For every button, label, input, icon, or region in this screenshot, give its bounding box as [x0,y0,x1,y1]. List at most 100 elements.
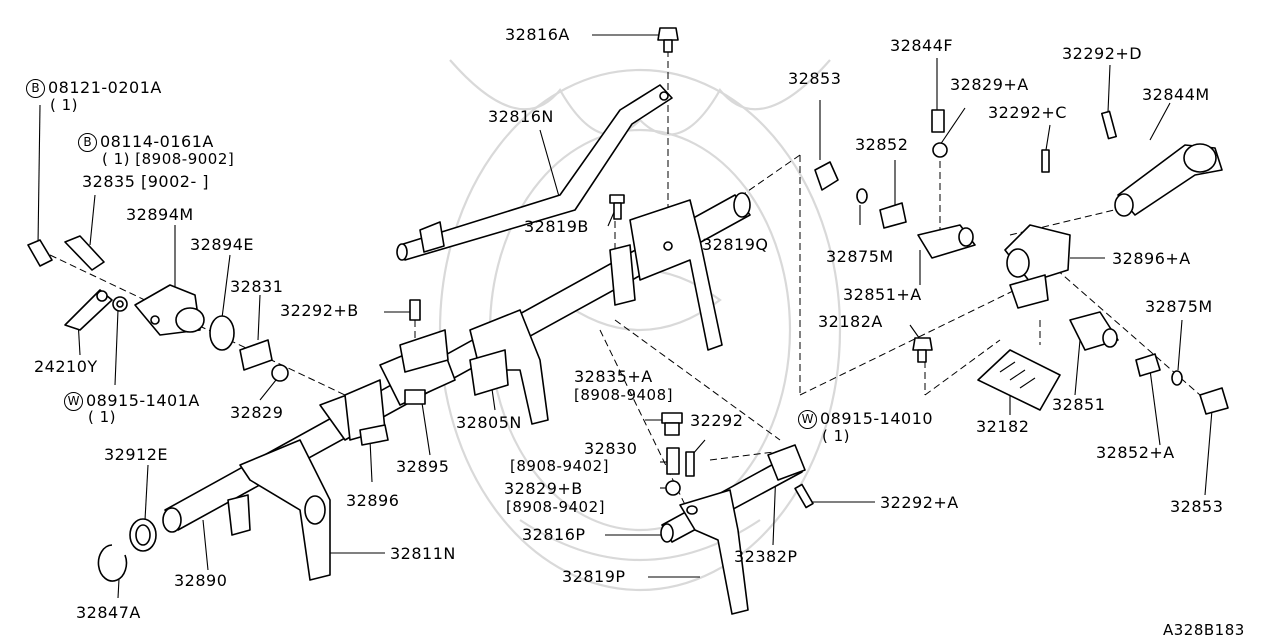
label-32292B: 32292+B [280,301,359,320]
bolt-32819B [609,194,625,220]
label-32819P: 32819P [562,567,626,586]
label-32852: 32852 [855,135,909,154]
fork-32819P [679,489,749,615]
ball-32829A [932,142,948,158]
plunger-32851A [917,224,976,259]
label-08915-14010: 08915-14010 [820,409,934,428]
label-32875M-right: 32875M [1145,297,1213,316]
label-32816N: 32816N [488,107,554,126]
label-32851: 32851 [1052,395,1106,414]
label-32851A: 32851+A [843,285,922,304]
callout-w-icon: W [798,410,817,429]
ring-32912E [129,518,157,552]
label-32896A: 32896+A [1112,249,1191,268]
bracket-32895 [379,329,456,406]
label-08915-14010-qty: ( 1) [822,427,851,445]
label-32805N: 32805N [456,413,522,432]
label-32853-top: 32853 [788,69,842,88]
label-32819B: 32819B [524,217,589,236]
diagram-id: A328B183 [1163,621,1245,639]
washer-08915 [112,296,128,312]
label-32847A: 32847A [76,603,141,622]
callout-b-icon: B [26,79,45,98]
label-32895: 32895 [396,457,450,476]
label-08915-1401A-qty: ( 1) [88,408,117,426]
plug-32835A [661,412,683,436]
leader-lines [37,34,1213,599]
plunger-32851 [1069,311,1119,351]
bracket-32896 [319,379,389,446]
fork-32811N [227,439,331,581]
spring-32852A [1135,353,1161,377]
label-32382P: 32382P [734,547,798,566]
label-32830: 32830 [584,439,638,458]
bolt-32182A [912,337,933,363]
housing-32894M [134,284,205,336]
label-32853-bottom: 32853 [1170,497,1224,516]
label-08114-0161A: 08114-0161A [100,132,214,151]
rod-32816N [396,84,673,261]
pin-32292C [1041,149,1050,173]
shift-rod-32890 [162,192,751,533]
label-32292: 32292 [690,411,744,430]
label-32835: 32835 [9002- ] [82,172,210,191]
label-32292D: 32292+D [1062,44,1143,63]
washer-32875M-left [856,188,868,204]
fork-32805N [469,309,549,425]
plug-32853-bottom [1199,387,1229,415]
plug-32853-top [814,161,839,191]
label-32894E: 32894E [190,235,255,254]
pin-32292B [409,299,421,321]
arm-32844M [1114,143,1223,217]
label-08114-qty: ( 1) [8908-9002] [102,150,235,168]
label-32835A: 32835+A [574,367,653,386]
spring-32844F [931,109,945,133]
label-32875M-left: 32875M [826,247,894,266]
label-08121-0201A: 08121-0201A [48,78,162,97]
pin-32292A [794,483,814,509]
label-32829B: 32829+B [504,479,583,498]
label-32896: 32896 [346,491,400,510]
label-32816A: 32816A [505,25,570,44]
label-32182: 32182 [976,417,1030,436]
label-32292A: 32292+A [880,493,959,512]
bracket-24210Y [64,289,113,331]
label-32844M: 32844M [1142,85,1210,104]
washer-32875M-right [1171,370,1183,386]
label-32811N: 32811N [390,544,456,563]
label-32829: 32829 [230,403,284,422]
label-32894M: 32894M [126,205,194,224]
ball-32829B [665,480,681,496]
label-32292C: 32292+C [988,103,1067,122]
pin-32292 [685,451,695,477]
label-32844F: 32844F [890,36,954,55]
label-08121-qty: ( 1) [50,96,79,114]
spring-32852 [879,202,907,229]
gasket-32894E [209,315,235,351]
label-32835A-range: [8908-9408] [574,386,673,404]
fork-32819Q [609,199,723,351]
snapring-32847A [97,544,128,582]
ball-32829 [271,364,289,382]
label-32816P: 32816P [522,525,586,544]
bolts-left [27,235,105,271]
label-24210Y: 24210Y [34,357,98,376]
label-32852A: 32852+A [1096,443,1175,462]
callout-w-icon: W [64,392,83,411]
label-32829A: 32829+A [950,75,1029,94]
bracket-32896A [1004,224,1071,309]
label-32831: 32831 [230,277,284,296]
label-32819Q: 32819Q [702,235,769,254]
label-08915-1401A: 08915-1401A [86,391,200,410]
label-32890: 32890 [174,571,228,590]
block-32382P [767,444,806,481]
bolt-32816A [657,27,679,53]
plate-32182 [977,349,1061,411]
spring-32831 [239,339,273,371]
label-32912E: 32912E [104,445,169,464]
callout-b-icon: B [78,133,97,152]
pin-32292D [1100,110,1118,140]
label-32830-range: [8908-9402] [510,457,609,475]
spring-32830 [666,447,680,475]
